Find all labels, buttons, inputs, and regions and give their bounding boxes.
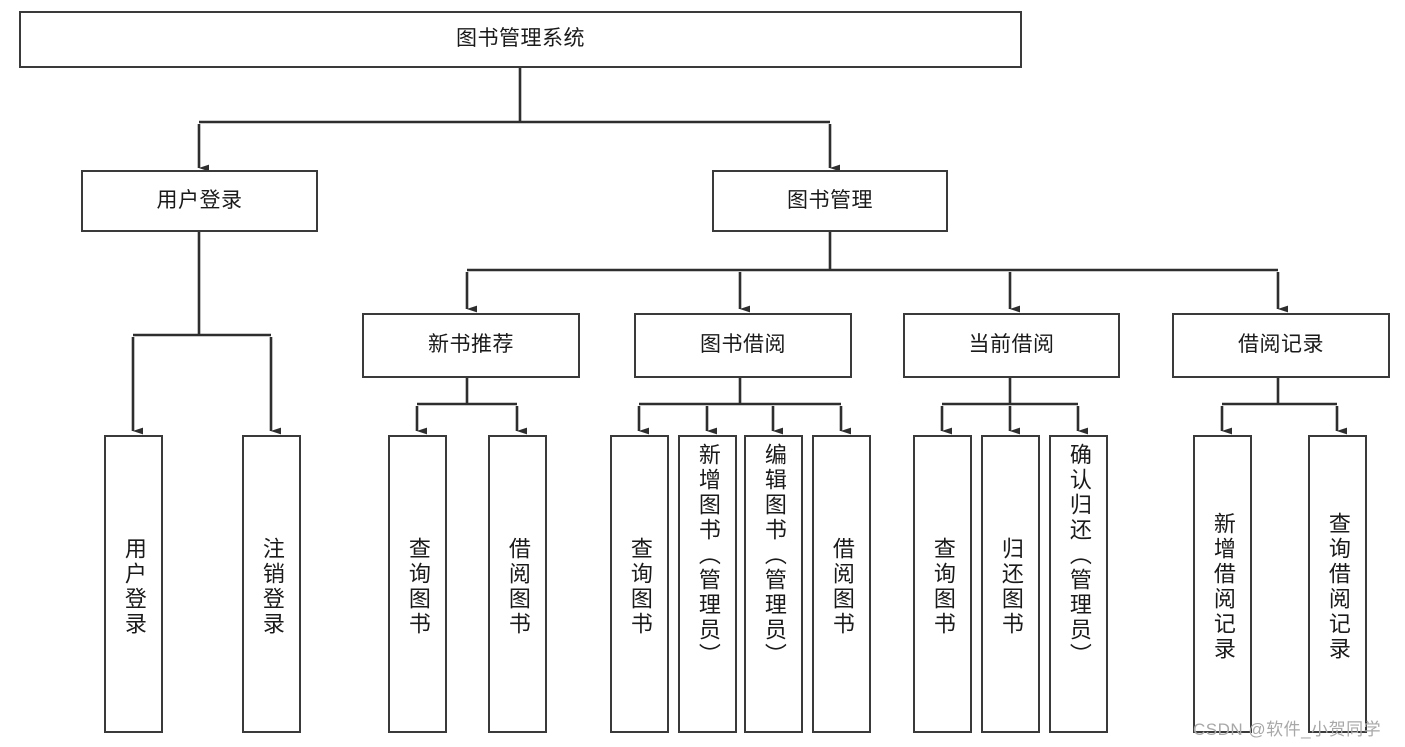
- leaf-new-book-borrow[interactable]: 借阅图书: [488, 435, 547, 733]
- node-label: 借阅记录: [1238, 333, 1324, 357]
- node-label: 查询图书: [930, 537, 956, 637]
- node-label: 图书管理系统: [456, 27, 585, 51]
- node-label: 查询图书: [405, 537, 431, 637]
- node-current-borrow[interactable]: 当前借阅: [903, 313, 1120, 378]
- node-root-book-management-system[interactable]: 图书管理系统: [19, 11, 1022, 68]
- leaf-user-login-login[interactable]: 用户登录: [104, 435, 163, 733]
- node-label: 图书借阅: [700, 333, 786, 357]
- node-borrow-record[interactable]: 借阅记录: [1172, 313, 1390, 378]
- leaf-book-borrow-query[interactable]: 查询图书: [610, 435, 669, 733]
- node-label: 当前借阅: [968, 333, 1055, 357]
- node-label: 归还图书: [998, 537, 1024, 637]
- node-label: 新增借阅记录: [1210, 512, 1236, 662]
- node-label: 借阅图书: [829, 537, 855, 637]
- leaf-new-book-query[interactable]: 查询图书: [388, 435, 447, 733]
- node-label: 借阅图书: [505, 537, 531, 637]
- node-book-management[interactable]: 图书管理: [712, 170, 948, 232]
- leaf-borrow-record-add[interactable]: 新增借阅记录: [1193, 435, 1252, 733]
- node-book-borrow[interactable]: 图书借阅: [634, 313, 852, 378]
- node-label: 查询借阅记录: [1325, 512, 1351, 662]
- leaf-current-borrow-return[interactable]: 归还图书: [981, 435, 1040, 733]
- node-label: 编辑图书（管理员）: [761, 443, 787, 668]
- leaf-borrow-record-query[interactable]: 查询借阅记录: [1308, 435, 1367, 733]
- node-label: 查询图书: [627, 537, 653, 637]
- node-label: 图书管理: [787, 188, 873, 212]
- node-label: 新书推荐: [428, 333, 514, 357]
- node-label: 注销登录: [259, 537, 285, 637]
- leaf-book-borrow-borrow[interactable]: 借阅图书: [812, 435, 871, 733]
- node-label: 用户登录: [121, 537, 147, 637]
- node-label: 确认归还（管理员）: [1066, 443, 1092, 668]
- node-new-book-recommend[interactable]: 新书推荐: [362, 313, 580, 378]
- leaf-book-borrow-add-admin[interactable]: 新增图书（管理员）: [678, 435, 737, 733]
- node-user-login[interactable]: 用户登录: [81, 170, 318, 232]
- node-label: 用户登录: [156, 188, 243, 212]
- connector-lines: [131, 68, 1348, 435]
- leaf-current-borrow-confirm-admin[interactable]: 确认归还（管理员）: [1049, 435, 1108, 733]
- node-label: 新增图书（管理员）: [695, 443, 721, 668]
- leaf-user-login-logout[interactable]: 注销登录: [242, 435, 301, 733]
- leaf-book-borrow-edit-admin[interactable]: 编辑图书（管理员）: [744, 435, 803, 733]
- leaf-current-borrow-query[interactable]: 查询图书: [913, 435, 972, 733]
